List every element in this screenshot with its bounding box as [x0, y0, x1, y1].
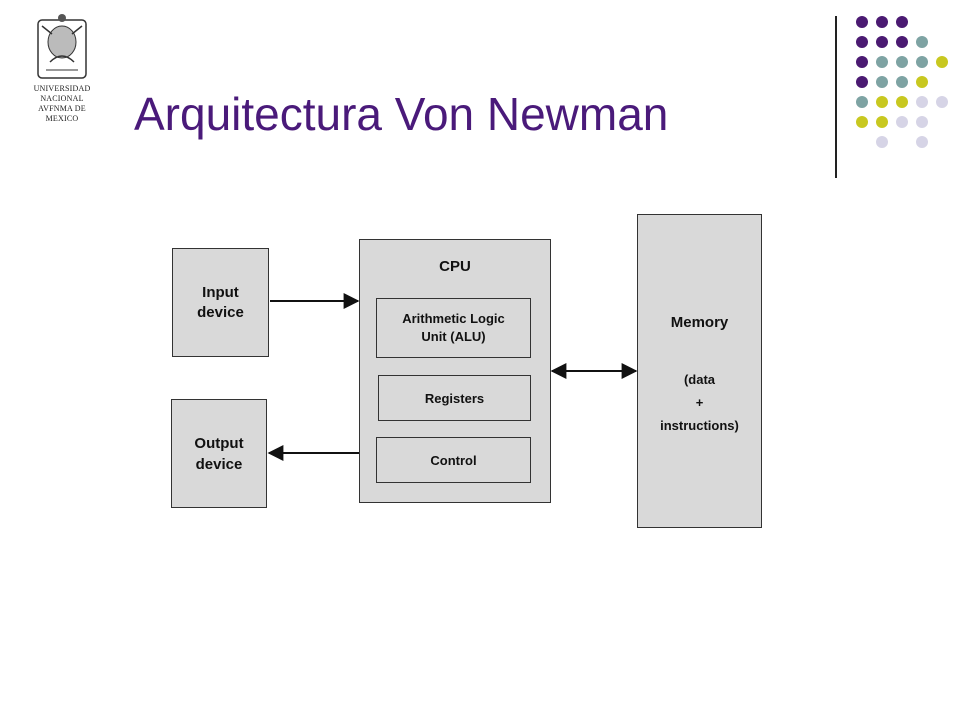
output-device-label: Output device	[194, 434, 244, 473]
decorative-dot	[876, 76, 888, 88]
decorative-dot	[876, 56, 888, 68]
control-label: Control	[430, 452, 477, 468]
decorative-divider	[835, 16, 837, 178]
decorative-dot	[916, 96, 928, 108]
decorative-dot	[876, 36, 888, 48]
unam-seal-icon	[37, 14, 87, 79]
alu-label: Arithmetic Logic Unit (ALU)	[402, 311, 505, 344]
decorative-dot	[896, 116, 908, 128]
cpu-label: CPU	[439, 258, 471, 275]
input-device-box: Input device	[172, 248, 269, 357]
decorative-dot	[916, 116, 928, 128]
decorative-dot	[896, 56, 908, 68]
decorative-dot	[856, 76, 868, 88]
decorative-dot	[876, 116, 888, 128]
logo-text: UNIVERSIDAD NACIONAL AVFNMA DE MEXICO	[33, 84, 91, 123]
decorative-dot	[856, 96, 868, 108]
registers-box: Registers	[378, 375, 531, 421]
control-box: Control	[376, 437, 531, 483]
registers-label: Registers	[424, 390, 485, 406]
decorative-dot	[896, 76, 908, 88]
decorative-dot	[916, 136, 928, 148]
memory-box: Memory (data + instructions)	[637, 214, 762, 528]
input-device-label: Input device	[197, 283, 244, 321]
decorative-dot	[856, 36, 868, 48]
decorative-dot-grid	[850, 12, 950, 162]
memory-detail-label: (data + instructions)	[660, 372, 739, 433]
decorative-dot	[876, 136, 888, 148]
decorative-dot	[856, 16, 868, 28]
decorative-dot	[876, 96, 888, 108]
decorative-dot	[936, 56, 948, 68]
decorative-dot	[916, 36, 928, 48]
output-device-box: Output device	[171, 399, 267, 508]
decorative-dot	[936, 96, 948, 108]
slide-title: Arquitectura Von Newman	[134, 88, 669, 140]
decorative-dot	[876, 16, 888, 28]
decorative-dot	[916, 76, 928, 88]
unam-logo: UNIVERSIDAD NACIONAL AVFNMA DE MEXICO	[14, 12, 110, 123]
decorative-dot	[896, 16, 908, 28]
cpu-box: CPU Arithmetic Logic Unit (ALU) Register…	[359, 239, 551, 503]
alu-box: Arithmetic Logic Unit (ALU)	[376, 298, 531, 358]
decorative-dot	[896, 96, 908, 108]
decorative-dot	[856, 116, 868, 128]
decorative-dot	[916, 56, 928, 68]
memory-label: Memory	[670, 314, 729, 331]
decorative-dot	[856, 56, 868, 68]
decorative-dot	[896, 36, 908, 48]
